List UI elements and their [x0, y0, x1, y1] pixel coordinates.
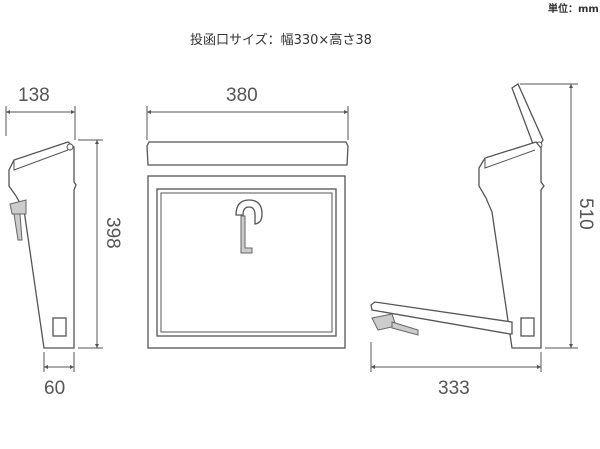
open-lock-lever-icon	[391, 321, 419, 336]
arrow	[569, 84, 573, 88]
side-body	[8, 141, 77, 349]
side-bottom-window	[52, 317, 67, 337]
arrow	[6, 110, 10, 114]
door-handle-icon	[235, 199, 263, 225]
arrow	[95, 140, 99, 144]
dim-open-depth: 333	[438, 378, 470, 399]
lock-lever-icon	[13, 213, 23, 241]
lock-handle-icon	[9, 199, 27, 215]
hinge-icon	[66, 143, 74, 151]
door-lever-icon	[240, 215, 253, 254]
front-door	[156, 188, 337, 337]
unit-label: 単位：mm	[548, 2, 599, 15]
slot-size-label: 投函口サイズ：幅330×高さ38	[190, 32, 372, 48]
open-bottom-window	[520, 317, 535, 337]
arrow	[147, 110, 151, 114]
arrow	[95, 344, 99, 348]
arrow	[70, 365, 74, 369]
dim-open-height: 510	[575, 198, 596, 230]
open-door-flap	[370, 301, 513, 335]
front-view: 380	[146, 85, 349, 349]
arrow	[371, 365, 375, 369]
dim-side-height: 398	[102, 217, 123, 249]
side-view-open: 510 333	[370, 83, 596, 399]
front-lid	[146, 141, 349, 166]
arrow	[537, 365, 541, 369]
side-view-closed: 138 398 60	[5, 85, 123, 399]
dim-front-width: 380	[226, 85, 258, 106]
arrow	[44, 365, 48, 369]
arrow	[344, 110, 348, 114]
arrow	[71, 110, 75, 114]
dim-side-bottom: 60	[44, 378, 65, 399]
open-side-lid-edge	[484, 149, 536, 169]
dim-side-depth: 138	[18, 85, 50, 106]
raised-lid	[511, 83, 544, 147]
side-lid-edge	[13, 149, 69, 171]
front-door-inner	[160, 192, 333, 333]
open-side-body	[478, 141, 545, 349]
arrow	[569, 344, 573, 348]
